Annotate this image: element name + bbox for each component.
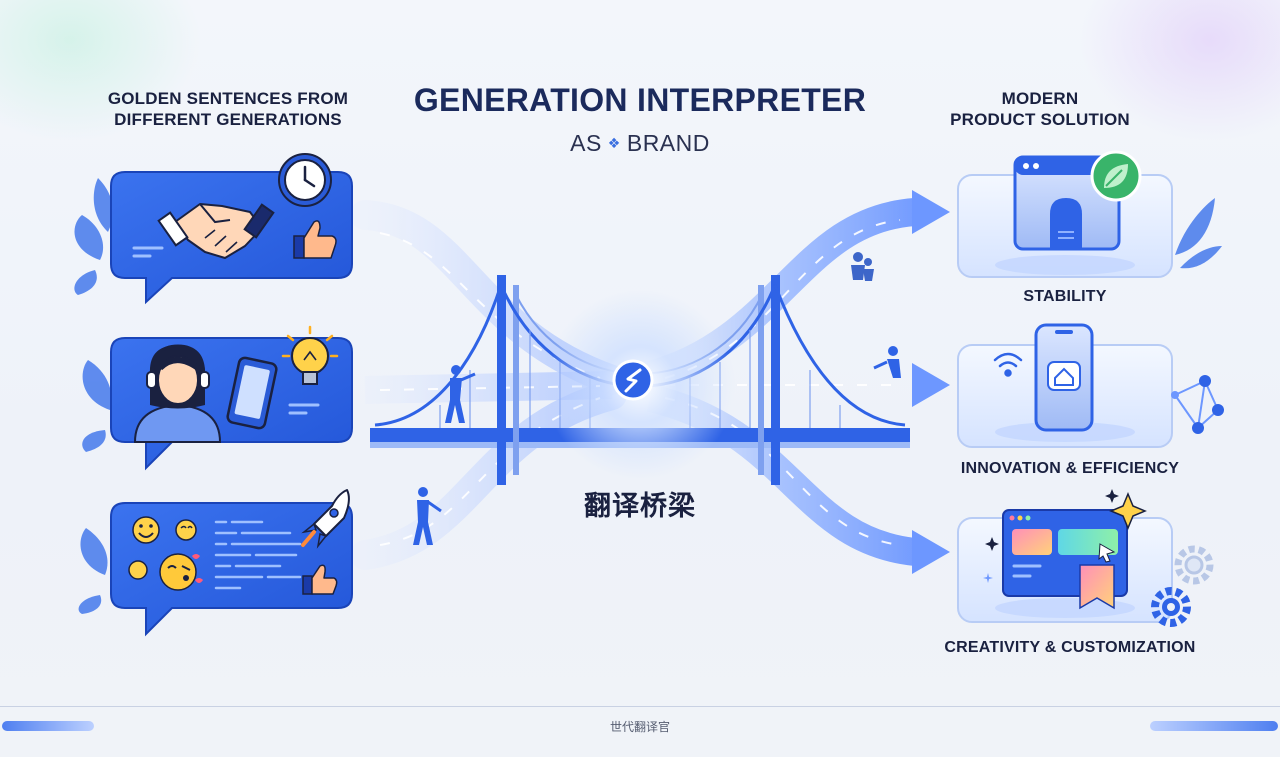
footer-divider — [0, 706, 1280, 707]
handshake-icon — [157, 203, 275, 259]
subtitle: AS ❖ BRAND — [520, 130, 760, 157]
footer-text: 世代翻译官 — [609, 720, 670, 734]
gear-icon — [1151, 587, 1191, 627]
arrow-head-bottom — [912, 530, 950, 574]
subtitle-prefix: AS — [570, 130, 602, 156]
thumbs-up-icon — [293, 220, 337, 259]
walking-person-icon — [413, 487, 442, 545]
leaf-icon — [78, 528, 108, 614]
page-title: GENERATION INTERPRETER — [413, 82, 867, 118]
design-window-icon — [1002, 509, 1128, 610]
wifi-icon — [993, 352, 1023, 377]
emoji-icon — [128, 516, 203, 591]
left-card-emoji — [78, 489, 353, 637]
pillar-label-creativity: CREATIVITY & CUSTOMIZATION — [944, 639, 1196, 656]
thumbs-up-icon — [302, 564, 338, 595]
network-nodes-icon — [1171, 375, 1224, 434]
brand-mark-icon: ❖ — [607, 135, 621, 151]
left-card-handshake — [74, 153, 353, 305]
pillar-label-stability: STABILITY — [1023, 288, 1107, 305]
smartphone-icon — [226, 356, 278, 430]
code-lines — [214, 520, 302, 590]
clock-icon — [278, 153, 332, 207]
leaf-icon — [74, 178, 113, 295]
stability-panel — [957, 150, 1222, 278]
right-heading: MODERN PRODUCT SOLUTION — [950, 89, 1130, 129]
innovation-panel — [957, 323, 1224, 448]
arrow-head-top — [912, 190, 950, 234]
leaf-icon — [1175, 198, 1222, 269]
people-group-icon — [851, 252, 874, 281]
lightbulb-icon — [281, 325, 339, 385]
subtitle-suffix: BRAND — [626, 130, 710, 156]
pillar-label-innovation: INNOVATION & EFFICIENCY — [960, 460, 1180, 477]
arrow-head-middle — [912, 363, 950, 407]
walking-person-icon — [445, 365, 476, 423]
smartphone-home-icon — [1034, 323, 1094, 432]
rocket-icon — [301, 489, 350, 549]
footer-accent-bar-right — [1150, 721, 1278, 731]
walking-person-icon — [873, 346, 901, 378]
leaf-icon — [82, 360, 112, 452]
footer-accent-bar-left — [2, 721, 94, 731]
left-card-headset — [82, 325, 353, 471]
left-heading: GOLDEN SENTENCES FROM DIFFERENT GENERATI… — [107, 89, 349, 129]
creativity-panel — [957, 489, 1214, 627]
center-label: 翻译桥梁 — [584, 491, 696, 521]
green-leaf-badge-icon — [1090, 150, 1142, 202]
sparkle-icon — [983, 489, 1147, 583]
gear-icon — [1174, 545, 1214, 585]
brand-logo-icon — [612, 359, 654, 401]
headset-person-icon — [133, 344, 222, 443]
